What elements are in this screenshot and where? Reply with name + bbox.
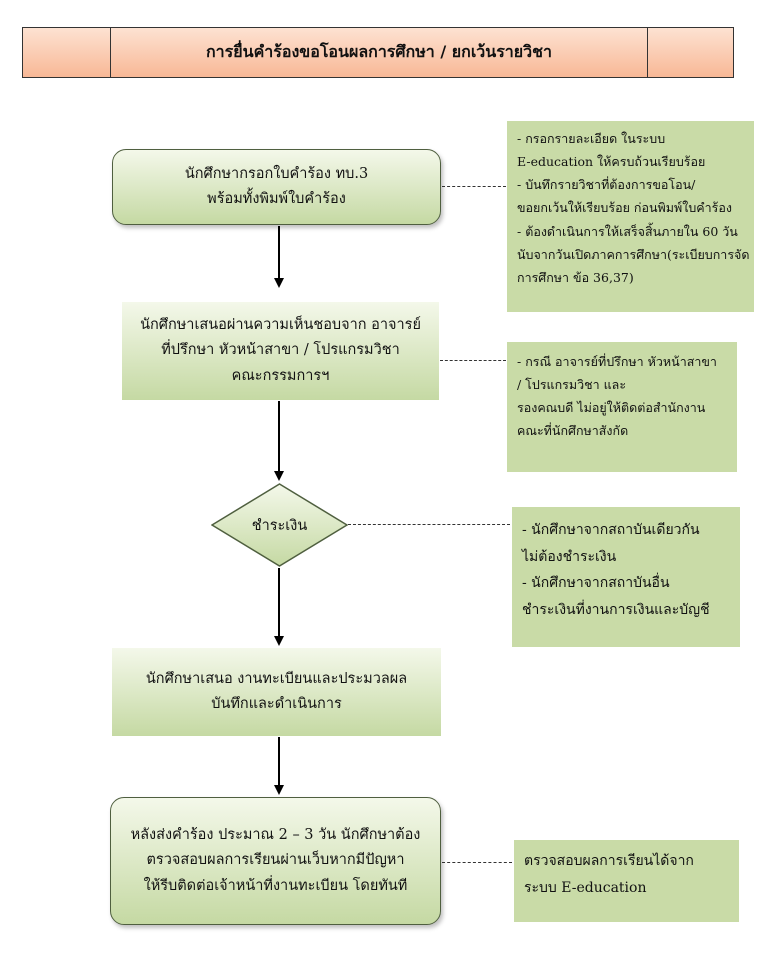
step-fill-form-line-1: นักศึกษากรอกใบคำร้อง ทบ.3	[184, 165, 369, 182]
step-check-results-line-2: ตรวจสอบผลการเรียนผ่านเว็บหากมีปัญหา	[146, 852, 405, 869]
note-check-results-line-1: ตรวจสอบผลการเรียนได้จาก	[524, 853, 694, 869]
decision-diamond-shape	[211, 483, 348, 567]
step-approval-line-1: นักศึกษาเสนอผ่านความเห็นชอบจาก อาจารย์	[140, 316, 421, 333]
decision-payment-label: ชำระเงิน	[251, 517, 308, 534]
step-fill-form: นักศึกษากรอกใบคำร้อง ทบ.3 พร้อมทั้งพิมพ์…	[112, 149, 441, 225]
note-fill-form-line-6: นับจากวันเปิดภาคการศึกษา(ระเบียบการจัด	[517, 246, 750, 262]
note-payment-line-4: ชำระเงินที่งานการเงินและบัญชี	[522, 601, 710, 618]
step-approval-line-3: คณะกรรมการฯ	[231, 367, 330, 384]
step-registrar: นักศึกษาเสนอ งานทะเบียนและประมวลผล บันทึ…	[112, 648, 441, 736]
step-check-results-line-1: หลังส่งคำร้อง ประมาณ 2 – 3 วัน นักศึกษาต…	[130, 826, 421, 843]
step-approval: นักศึกษาเสนอผ่านความเห็นชอบจาก อาจารย์ ท…	[122, 302, 439, 400]
note-payment-line-1: - นักศึกษาจากสถาบันเดียวกัน	[522, 522, 700, 538]
connector-3	[348, 524, 510, 525]
step-fill-form-line-2: พร้อมทั้งพิมพ์ใบคำร้อง	[207, 191, 346, 207]
note-approval-line-1: - กรณี อาจารย์ที่ปรึกษา หัวหน้าสาขา	[517, 354, 717, 369]
note-payment: - นักศึกษาจากสถาบันเดียวกัน ไม่ต้องชำระเ…	[512, 507, 740, 647]
connector-1	[442, 186, 506, 187]
note-approval: - กรณี อาจารย์ที่ปรึกษา หัวหน้าสาขา / โป…	[507, 342, 737, 472]
note-fill-form-line-3: - บันทึกรายวิชาที่ต้องการขอโอน/	[517, 177, 696, 193]
arrow-4	[274, 737, 284, 795]
note-fill-form: - กรอกรายละเอียด ในระบบ E-education ให้ค…	[507, 121, 754, 312]
note-approval-line-4: คณะที่นักศึกษาสังกัด	[517, 423, 629, 439]
note-fill-form-line-4: ขอยกเว้นให้เรียบร้อย ก่อนพิมพ์ใบคำร้อง	[517, 200, 732, 216]
title-left-cell	[23, 28, 111, 77]
note-fill-form-line-2: E-education ให้ครบถ้วนเรียบร้อย	[517, 154, 706, 170]
connector-2	[440, 360, 506, 361]
connector-4	[442, 862, 512, 863]
step-registrar-line-1: นักศึกษาเสนอ งานทะเบียนและประมวลผล	[145, 670, 408, 687]
arrow-1	[274, 226, 284, 288]
step-check-results-line-3: ให้รีบติดต่อเจ้าหน้าที่งานทะเบียน โดยทัน…	[143, 877, 408, 894]
note-payment-line-3: - นักศึกษาจากสถาบันอื่น	[522, 575, 670, 592]
step-check-results: หลังส่งคำร้อง ประมาณ 2 – 3 วัน นักศึกษาต…	[110, 797, 441, 925]
step-approval-line-2: ที่ปรึกษา หัวหน้าสาขา / โปรแกรมวิชา	[161, 342, 400, 359]
title-right-cell	[647, 28, 733, 77]
note-fill-form-line-1: - กรอกรายละเอียด ในระบบ	[517, 131, 666, 146]
decision-payment: ชำระเงิน	[211, 483, 348, 567]
arrow-2	[274, 401, 284, 481]
note-payment-line-2: ไม่ต้องชำระเงิน	[522, 548, 617, 565]
note-check-results-line-2: ระบบ E-education	[524, 879, 647, 896]
note-approval-line-2: / โปรแกรมวิชา และ	[517, 377, 627, 393]
note-fill-form-line-5: - ต้องดำเนินการให้เสร็จสิ้นภายใน 60 วัน	[517, 223, 738, 239]
note-check-results: ตรวจสอบผลการเรียนได้จาก ระบบ E-education	[514, 840, 739, 922]
step-registrar-line-2: บันทึกและดำเนินการ	[211, 696, 342, 712]
page-title: การยื่นคำร้องขอโอนผลการศึกษา / ยกเว้นราย…	[205, 42, 552, 61]
arrow-3	[274, 568, 284, 646]
note-fill-form-line-7: การศึกษา ข้อ 36,37)	[517, 269, 634, 285]
note-approval-line-3: รองคณบดี ไม่อยู่ให้ติดต่อสำนักงาน	[517, 400, 706, 416]
title-bar: การยื่นคำร้องขอโอนผลการศึกษา / ยกเว้นราย…	[22, 27, 734, 78]
